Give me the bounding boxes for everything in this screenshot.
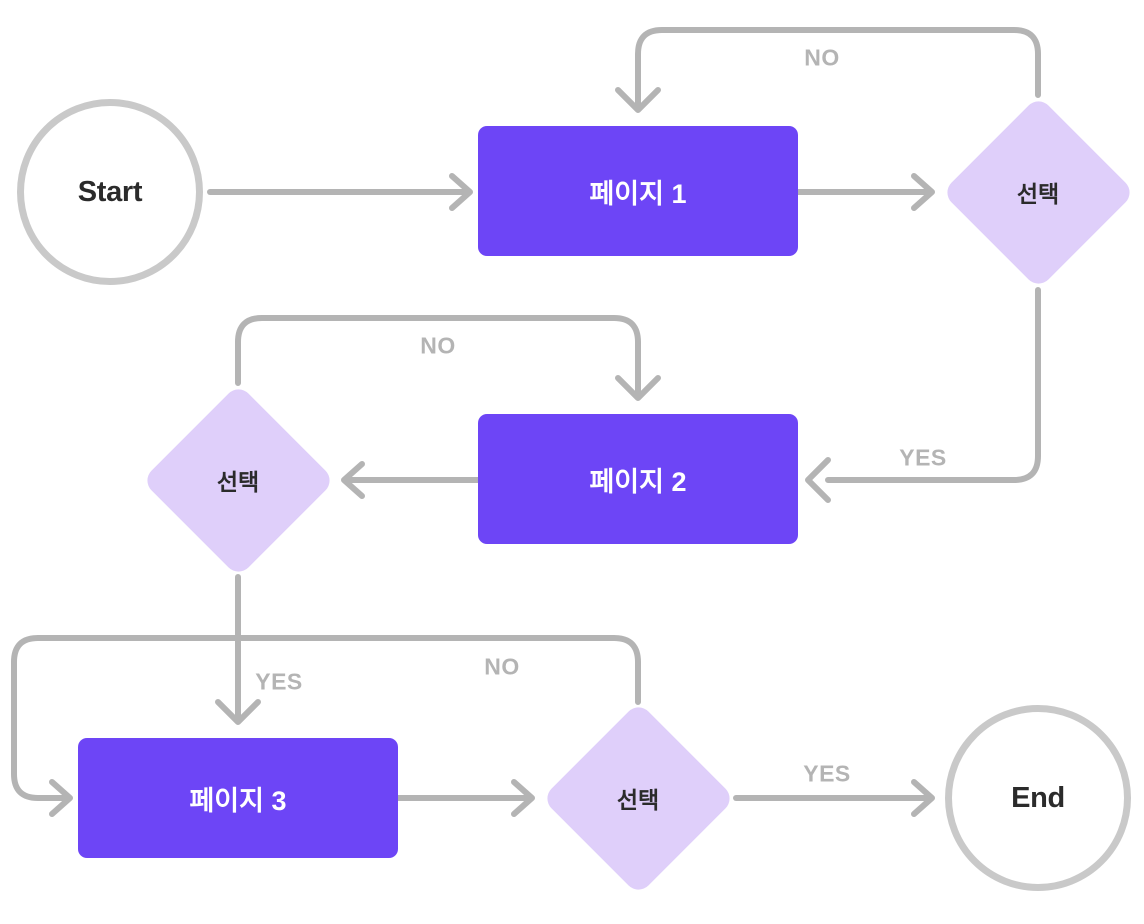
node-page2[interactable]: 페이지 2 (478, 414, 798, 544)
edge-label-choice3-yes: YES (803, 760, 851, 787)
edge-label-choice1-yes: YES (899, 444, 947, 471)
edge-choice3-to-page3-no (11, 635, 641, 817)
node-choice2-label: 선택 (216, 469, 260, 495)
edge-start-to-page1 (207, 173, 473, 211)
node-page3-label: 페이지 3 (189, 785, 287, 816)
edge-page3-to-choice3 (395, 779, 535, 817)
edge-page2-to-choice2 (341, 461, 481, 499)
edge-label-choice3-no: NO (484, 653, 520, 680)
edge-choice1-to-page2-yes (805, 287, 1041, 503)
node-page2-label: 페이지 2 (589, 466, 687, 497)
edge-choice1-to-page1-no (615, 27, 1041, 113)
node-start-label: Start (77, 175, 143, 208)
node-page1-label: 페이지 1 (589, 178, 687, 209)
node-page3[interactable]: 페이지 3 (78, 738, 398, 858)
node-choice2[interactable]: 선택 (141, 383, 335, 577)
edge-page1-to-choice1 (795, 173, 935, 211)
node-end-label: End (1011, 781, 1065, 814)
node-choice1-label: 선택 (1016, 181, 1060, 207)
node-start[interactable]: Start (17, 99, 203, 285)
node-choice3[interactable]: 선택 (541, 701, 735, 895)
edge-choice3-to-end-yes (733, 779, 935, 817)
node-end[interactable]: End (945, 705, 1131, 891)
node-choice1[interactable]: 선택 (941, 95, 1135, 289)
node-choice3-label: 선택 (616, 787, 660, 813)
edge-choice2-to-page3-yes (215, 574, 261, 725)
edge-label-choice2-yes: YES (255, 668, 303, 695)
edge-label-choice1-no: NO (804, 44, 840, 71)
node-page1[interactable]: 페이지 1 (478, 126, 798, 256)
edge-choice2-to-page2-no (235, 315, 661, 401)
edge-label-choice2-no: NO (420, 332, 456, 359)
